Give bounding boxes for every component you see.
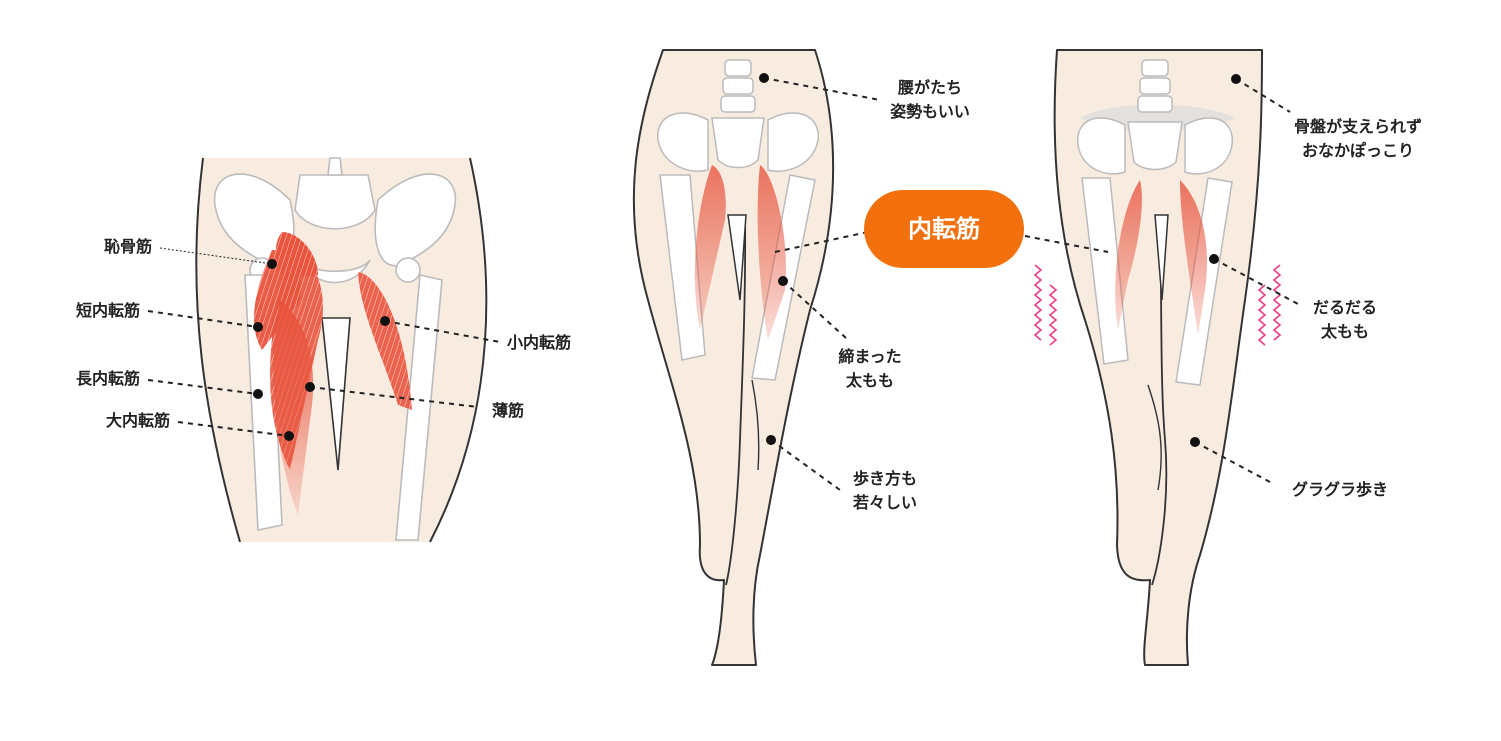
good-posture-line1: 腰がたち [897,78,962,97]
good-posture-label: 腰がたち 姿勢もいい [860,76,1000,124]
good-dots [759,73,788,445]
bad-pelvis-label: 骨盤が支えられず おなかぽっこり [1268,115,1448,163]
bad-knee-line [1147,384,1162,491]
anatomy-outline-left [195,157,241,543]
label-brevis: 短内転筋 [75,301,140,320]
bad-thigh-label: だるだる 太もも [1290,296,1400,344]
anatomy-crotch-gap [321,317,351,471]
good-posture-line2: 姿勢もいい [890,102,970,121]
label-magnus: 大内転筋 [105,411,170,430]
good-walk-line2: 若々しい [852,493,917,512]
good-gap [727,214,747,301]
bad-wavy-lines [1033,264,1282,346]
good-leg-divider [725,214,747,586]
anatomy-femurs [244,274,443,541]
bad-walk-label: グラグラ歩き [1292,480,1389,499]
anatomy-dots [253,259,390,441]
anatomy-muscles [253,232,412,515]
good-walk-line1: 歩き方も [852,469,917,488]
bad-leaders [1024,78,1301,483]
bad-pelvis-line2: おなかぽっこり [1301,141,1414,160]
bad-figure [1024,49,1301,666]
label-pubic: 恥骨筋 [103,237,152,256]
bad-thigh-line2: 太もも [1320,322,1369,341]
label-gracilis: 薄筋 [492,401,525,420]
good-walk-label: 歩き方も 若々しい [830,467,940,515]
bad-thigh-line1: だるだる [1312,298,1377,317]
muscle-magnus [273,300,314,515]
bad-dots [1190,74,1241,447]
good-thigh-line1: 締まった [838,347,902,366]
bad-muscles [1115,180,1208,335]
bad-gap [1154,214,1169,301]
good-thigh-label: 締まった 太もも [815,345,925,393]
good-muscles [694,165,786,340]
muscle-minimus [358,272,412,410]
bad-pelvis-line1: 骨盤が支えられず [1293,117,1422,136]
good-figure [632,49,881,666]
good-leaders [763,77,881,491]
anatomy-outline-right [429,157,488,543]
adductor-badge: 内転筋 [864,190,1024,268]
anatomy-leaders [147,247,501,437]
label-minimus: 小内転筋 [507,333,572,352]
good-thigh-line2: 太もも [845,371,894,390]
label-longus: 長内転筋 [75,369,140,388]
good-knee-line [751,379,760,471]
anatomy-panel [147,157,501,543]
